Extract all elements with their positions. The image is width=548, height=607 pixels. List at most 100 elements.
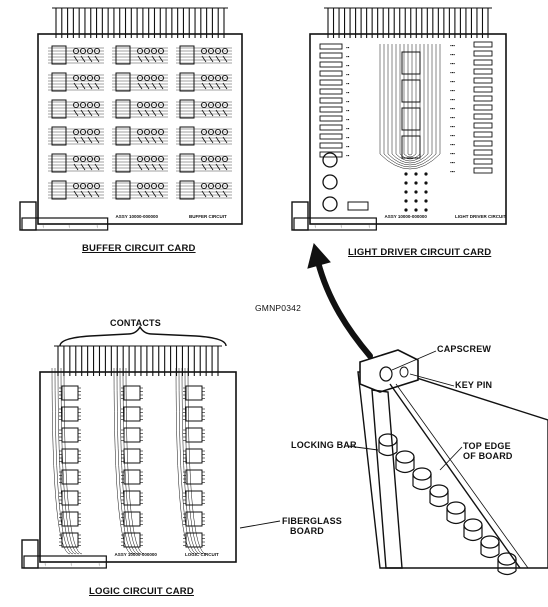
key-pin-leader <box>409 373 455 387</box>
ic-chip <box>51 45 67 65</box>
resistor <box>319 52 343 59</box>
marking: ▪▪▪ <box>450 61 455 66</box>
resistor <box>319 70 343 77</box>
dip-ic <box>123 406 141 422</box>
marking: ▪▪ <box>346 72 350 77</box>
component-base <box>463 536 483 542</box>
key-pin-label: KEY PIN <box>455 380 493 390</box>
circuit-board <box>309 33 507 225</box>
marking: ▪▪ <box>346 135 350 140</box>
trace <box>116 367 136 555</box>
resistor <box>473 113 493 120</box>
resistor <box>319 106 343 113</box>
dip-ic <box>185 511 203 527</box>
trace <box>57 367 77 555</box>
circuit-board <box>39 371 237 563</box>
ic-chip <box>51 153 67 173</box>
test-point <box>424 199 428 203</box>
ic-chip <box>179 180 195 200</box>
ic-chip <box>51 99 67 119</box>
marking: ▪▪▪ <box>450 115 455 120</box>
capscrew-head <box>379 366 393 382</box>
resistor <box>319 151 343 158</box>
arrow-head <box>307 242 331 269</box>
marking: ▪▪ <box>346 99 350 104</box>
component-can <box>378 433 398 447</box>
test-point <box>404 208 408 212</box>
dip-ic <box>123 385 141 401</box>
figure-code: GMNP0342 <box>255 303 302 313</box>
power-transistor <box>322 152 338 168</box>
resistor <box>473 86 493 93</box>
marking: ▪▪ <box>346 144 350 149</box>
trace <box>399 44 421 160</box>
trace <box>379 44 441 170</box>
dip-ic <box>185 406 203 422</box>
test-point <box>404 181 408 185</box>
marking: ▪▪ <box>346 153 350 158</box>
component-can <box>429 484 449 498</box>
circuit-board <box>37 33 243 225</box>
test-point <box>424 190 428 194</box>
trace <box>122 367 142 555</box>
ic-chip <box>401 79 421 103</box>
trace <box>395 44 425 162</box>
trace <box>184 367 204 555</box>
card-ejector-bar <box>21 217 109 231</box>
circuit-name: BUFFER CIRCUIT <box>189 214 227 219</box>
trace <box>181 367 201 555</box>
resistor <box>473 50 493 57</box>
marking: ▪▪▪ <box>450 106 455 111</box>
fiberglass-board-label-line1: FIBERGLASS <box>282 516 343 526</box>
light-driver-card-title: LIGHT DRIVER CIRCUIT CARD <box>348 247 492 258</box>
component-base <box>497 570 517 576</box>
resistor <box>319 43 343 50</box>
trace <box>125 367 145 555</box>
trace <box>113 367 133 555</box>
component-base <box>378 451 398 457</box>
test-point <box>404 190 408 194</box>
trace <box>403 44 417 158</box>
dip-ic <box>61 406 79 422</box>
dip-ic <box>61 490 79 506</box>
resistor <box>473 104 493 111</box>
dip-ic <box>185 385 203 401</box>
component-can <box>463 518 483 532</box>
resistor <box>473 68 493 75</box>
marking: ▪▪▪ <box>450 160 455 165</box>
marking: ▪▪▪ <box>450 52 455 57</box>
ic-chip <box>179 72 195 92</box>
test-point <box>414 172 418 176</box>
component-base <box>429 502 449 508</box>
ic-chip <box>51 72 67 92</box>
resistor <box>319 79 343 86</box>
board-top-edge-inner <box>395 383 529 569</box>
dip-ic <box>185 532 203 548</box>
resistor <box>319 61 343 68</box>
trace <box>407 44 413 156</box>
fiberglass-leader <box>239 520 281 529</box>
resistor <box>319 133 343 140</box>
component-can <box>395 450 415 464</box>
trace <box>187 367 207 555</box>
test-point <box>424 172 428 176</box>
trace <box>63 367 83 555</box>
ic-chip <box>115 126 131 146</box>
ejector-arrow: ↑ <box>314 224 316 229</box>
top-edge-leader <box>439 446 463 471</box>
dip-ic <box>61 448 79 464</box>
ic-chip <box>115 153 131 173</box>
capscrew-label: CAPSCREW <box>437 344 492 354</box>
marking: ▪▪▪ <box>450 151 455 156</box>
dip-ic <box>123 490 141 506</box>
dip-ic <box>123 427 141 443</box>
trace <box>178 367 198 555</box>
marking: ▪▪ <box>346 117 350 122</box>
locking-bar-label: LOCKING BAR <box>291 440 357 450</box>
resistor <box>473 140 493 147</box>
component-can <box>446 501 466 515</box>
fiberglass-board-label-line2: BOARD <box>290 526 324 536</box>
marking: ▪▪▪ <box>450 142 455 147</box>
